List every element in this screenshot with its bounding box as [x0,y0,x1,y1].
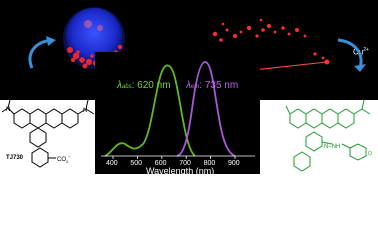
x-tick-label: 800 [203,160,216,167]
lambda-abs-symbol: λ [117,80,122,91]
n-right-icon: N [83,108,87,114]
x-tick-label: 500 [130,160,143,167]
carboxylate-subscript: 2 [66,159,69,164]
lambda-em-value: : 735 nm [199,80,239,91]
x-tick-label: 900 [228,160,240,167]
absorption-label: λabs: 620 nm [117,80,171,91]
absorption-curve [104,64,196,157]
curved-arrow-left-icon [28,36,56,69]
linker-label: N–NH [324,144,340,150]
curved-arrow-right-icon [337,38,366,72]
x-tick-label: 400 [106,160,118,167]
n-left-icon: N [6,107,10,113]
ring-oxygen-label: O [368,151,372,157]
lambda-abs-sub: abs [121,84,132,90]
x-tick-label: 600 [154,160,167,167]
lambda-em-sub: em [190,84,200,90]
spectrum-plot [95,52,260,174]
x-tick-label: 700 [179,160,191,167]
carboxylate-charge: − [68,154,71,159]
emission-curve [176,61,236,157]
carboxylate-label: CO [57,157,66,163]
copper-complex-structure-icon: N–NH O [285,99,372,172]
lambda-em-symbol: λ [186,80,191,91]
emission-label: λem: 735 nm [186,80,238,91]
svg-text:CO2−: CO2− [57,154,71,164]
copper-charge: 2+ [363,47,369,53]
x-axis-label: Wavelength (nm) [146,166,215,176]
x-axis-ticks [112,156,236,159]
tj730-structure-icon: N N CO2− [1,99,95,168]
lambda-abs-value: : 620 nm [131,80,171,91]
probe-label: TJ730 [6,155,24,161]
